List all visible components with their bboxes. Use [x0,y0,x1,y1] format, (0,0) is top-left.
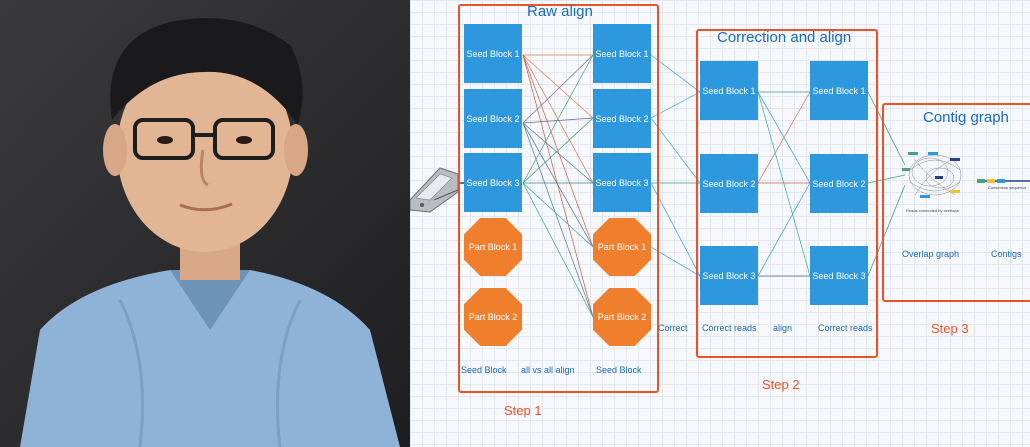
step1-right-seed-1: Seed Block 1 [593,24,651,83]
diagram-canvas: Raw align Seed Block 1 Seed Block 2 Seed… [410,0,1030,447]
step2-left-seed-3: Seed Block 3 [700,246,758,305]
step1-right-seed-2: Seed Block 2 [593,89,651,148]
step2-right-seed-1: Seed Block 1 [810,61,868,120]
step2-label: Step 2 [762,377,800,392]
step2-box [696,29,878,358]
step1-footer-mid: all vs all align [521,365,575,375]
contigs-label: Contigs [991,249,1022,259]
graph-caption: Reads connected by overlaps [906,208,959,213]
step2-title: Correction and align [717,29,852,46]
correct-label: Correct [658,323,688,333]
step1-label: Step 1 [504,403,542,418]
step2-right-seed-2: Seed Block 2 [810,154,868,213]
step1-box [458,4,659,393]
contig-sequence [977,179,1030,183]
step2-footer-right: Correct reads [818,323,873,333]
step1-right-part-2: Part Block 2 [593,288,651,346]
step1-title: Raw align [527,3,593,20]
sequencer-device-icon [410,167,466,213]
portrait-photo [0,0,410,447]
step1-left-seed-3: Seed Block 3 [464,153,522,212]
step3-title: Contig graph [923,109,1009,126]
step1-left-seed-2: Seed Block 2 [464,89,522,148]
step2-right-seed-3: Seed Block 3 [810,246,868,305]
connector-lines [410,54,1030,318]
contig-caption: Consensus sequence [988,185,1027,190]
step1-right-part-1: Part Block 1 [593,218,651,276]
step2-footer-mid: align [773,323,793,333]
step1-left-part-2: Part Block 2 [464,288,522,346]
step1-footer-left: Seed Block [461,365,507,375]
overlap-graph-label: Overlap graph [902,249,960,259]
step2-footer-left: Correct reads [702,323,757,333]
step1-left-part-1: Part Block 1 [464,218,522,276]
step2-left-seed-2: Seed Block 2 [700,154,758,213]
step3-box [882,103,1030,302]
overlap-graph [908,154,962,196]
step1-left-seed-1: Seed Block 1 [464,24,522,83]
step3-label: Step 3 [931,321,969,336]
step1-right-seed-3: Seed Block 3 [593,153,651,212]
step2-left-seed-1: Seed Block 1 [700,61,758,120]
step1-footer-right: Seed Block [596,365,642,375]
